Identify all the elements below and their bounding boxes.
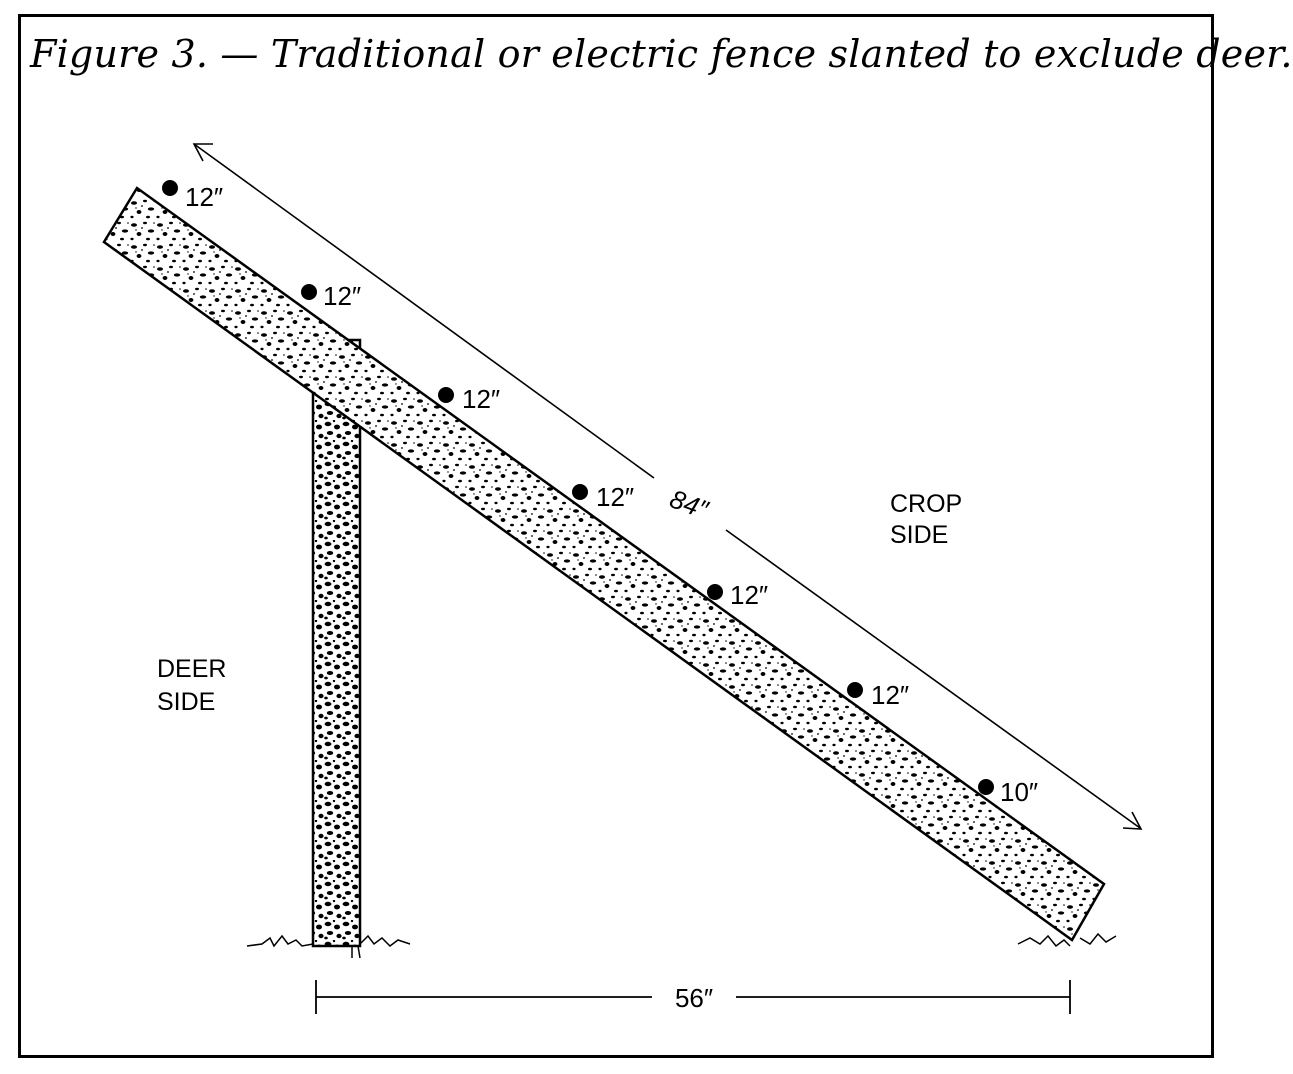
- base-width-dimension: [315, 980, 1071, 1014]
- wire-spacing-label: 12″: [462, 384, 500, 414]
- wire-6: 12″: [847, 680, 909, 710]
- svg-text:SIDE: SIDE: [157, 688, 215, 716]
- wire-dot: [438, 387, 454, 403]
- wire-4: 12″: [572, 482, 634, 512]
- slant-length-dimension: [192, 143, 1143, 830]
- slant-length-label: 84″: [666, 483, 713, 525]
- wire-spacing-label: 10″: [1000, 777, 1038, 807]
- wire-2: 12″: [301, 281, 361, 311]
- wire-spacing-label: 12″: [596, 482, 634, 512]
- wire-dot: [707, 584, 723, 600]
- deer-side-label: DEER SIDE: [157, 655, 226, 716]
- wire-dot: [847, 682, 863, 698]
- wire-dot: [162, 180, 178, 196]
- arrow-head-icon: [192, 143, 213, 162]
- wire-dot: [301, 284, 317, 300]
- ground-grass-right: [1017, 932, 1117, 948]
- svg-text:CROP: CROP: [890, 490, 962, 518]
- svg-text:SIDE: SIDE: [890, 521, 948, 549]
- wire-spacing-label: 12″: [323, 281, 361, 311]
- brace-post: [311, 338, 362, 948]
- wire-7: 10″: [978, 777, 1038, 807]
- wire-dot: [572, 484, 588, 500]
- arrow-head-icon: [1122, 811, 1143, 830]
- wire-spacing-label: 12″: [185, 182, 223, 212]
- wire-1: 12″: [162, 180, 223, 212]
- wire-5: 12″: [707, 580, 768, 610]
- wire-spacing-label: 12″: [871, 680, 909, 710]
- figure-title: Figure 3. — Traditional or electric fenc…: [30, 32, 1293, 76]
- wire-dot: [978, 779, 994, 795]
- svg-text:DEER: DEER: [157, 655, 226, 683]
- slanted-post: [102, 186, 1106, 942]
- wire-3: 12″: [438, 384, 500, 414]
- crop-side-label: CROP SIDE: [890, 490, 962, 549]
- fence-diagram: 12″ 12″ 12″ 12″ 12″ 12″ 10″ 84″ 56″: [102, 143, 1143, 1014]
- ground-grass-left: [246, 934, 411, 959]
- base-width-label: 56″: [675, 983, 713, 1013]
- wire-spacing-label: 12″: [730, 580, 768, 610]
